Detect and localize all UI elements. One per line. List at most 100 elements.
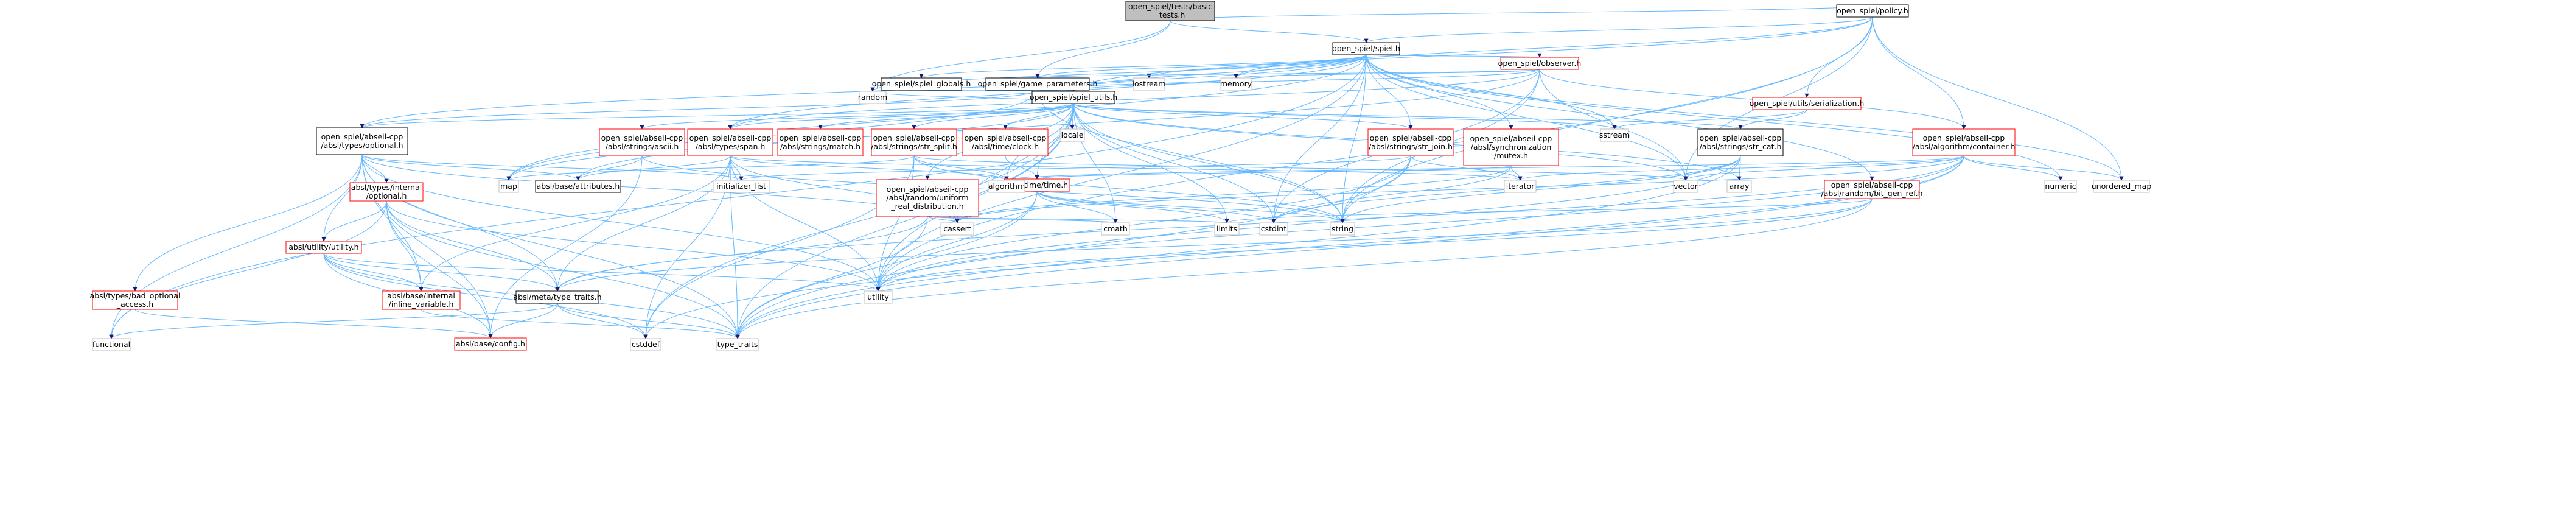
edge-n1-n7 — [1804, 16, 1873, 98]
edge-n18-s_functional — [109, 200, 387, 339]
edge-n2-n5 — [919, 54, 1367, 79]
node-box — [1824, 180, 1920, 199]
node-s_cstddef: cstddef — [630, 338, 661, 351]
node-label: open_spiel/utils/serialization.h — [1750, 99, 1865, 108]
edge-n2-s_iostream — [1147, 54, 1367, 79]
node-box — [92, 338, 131, 351]
node-n0[interactable]: open_spiel/tests/basic_tests.h — [1125, 1, 1215, 21]
node-label: /absl/strings/str_split.h — [871, 142, 957, 151]
node-label: unordered_map — [2092, 181, 2152, 191]
node-box — [382, 290, 461, 310]
node-box — [864, 290, 893, 304]
edge-n9-s_utility — [361, 154, 881, 292]
node-n14[interactable]: open_spiel/abseil-cpp/absl/time/clock.h — [962, 128, 1049, 156]
node-label: open_spiel/abseil-cpp — [780, 133, 862, 142]
node-label: absl/base/config.h — [456, 339, 525, 348]
node-n19[interactable]: absl/base/attributes.h — [535, 180, 621, 193]
node-n3[interactable]: open_spiel/observer.h — [1498, 57, 1582, 70]
edge-n24-n27 — [134, 309, 493, 339]
node-label: map — [500, 181, 517, 191]
node-label: open_spiel/abseil-cpp — [873, 133, 955, 142]
edge-n18-n26 — [386, 200, 560, 292]
edge-n21-s_utility — [876, 191, 1038, 292]
edge-n6-s_string — [1073, 103, 1345, 223]
node-n10[interactable]: open_spiel/abseil-cpp/absl/strings/ascii… — [599, 128, 685, 156]
node-label: open_spiel/abseil-cpp — [1370, 133, 1452, 142]
edge-n6-n11 — [728, 103, 1074, 130]
node-n24[interactable]: absl/types/bad_optional_access.h — [90, 290, 181, 310]
edge-n2-s_functional — [109, 54, 1367, 339]
node-n22[interactable]: open_spiel/abseil-cpp/absl/random/bit_ge… — [1821, 180, 1923, 199]
edge-n23-n25 — [323, 253, 424, 292]
edge-n20-s_limits — [927, 216, 1229, 223]
node-n9[interactable]: open_spiel/abseil-cpp/absl/types/optiona… — [316, 127, 408, 155]
node-n23[interactable]: absl/utility/utility.h — [285, 241, 362, 254]
node-label: iterator — [1506, 181, 1535, 191]
node-n6[interactable]: open_spiel/spiel_utils.h — [1030, 91, 1117, 104]
node-n12[interactable]: open_spiel/abseil-cpp/absl/strings/match… — [777, 128, 864, 156]
edge-n26-s_type_traits — [557, 303, 740, 339]
node-n27[interactable]: absl/base/config.h — [454, 337, 527, 351]
node-n4[interactable]: open_spiel/game_parameters.h — [978, 77, 1098, 91]
node-label: /absl/types/optional.h — [321, 141, 403, 150]
edge-n17-s_string — [1340, 155, 1741, 223]
node-s_utility: utility — [864, 290, 893, 304]
edge-n10-n19 — [576, 155, 643, 181]
edge-n3-s_memory — [1234, 69, 1540, 79]
edge-n3-n4 — [1036, 69, 1540, 79]
edge-n26-s_cstddef — [557, 303, 648, 339]
edge-n9-s_initializer_list — [361, 154, 744, 181]
node-s_string: string — [1330, 222, 1355, 236]
node-n7[interactable]: open_spiel/utils/serialization.h — [1750, 97, 1865, 110]
edge-n26-s_functional — [109, 303, 558, 339]
node-n13[interactable]: open_spiel/abseil-cpp/absl/strings/str_s… — [871, 128, 957, 156]
edge-n6-s_cstdint — [1073, 103, 1276, 223]
node-box — [1504, 180, 1537, 193]
edge-n2-s_map — [506, 54, 1367, 181]
node-n1[interactable]: open_spiel/policy.h — [1836, 4, 1909, 18]
node-n8[interactable]: open_spiel/abseil-cpp/absl/algorithm/con… — [1912, 128, 2016, 156]
node-s_array: array — [1726, 180, 1752, 193]
node-n17[interactable]: open_spiel/abseil-cpp/absl/strings/str_c… — [1697, 128, 1784, 156]
edge-n13-s_utility — [876, 155, 915, 292]
edge-n2-n16 — [1366, 54, 1513, 130]
node-label: vector — [1674, 181, 1698, 191]
edge-n3-s_vector — [1539, 69, 1688, 181]
edge-n4-n9 — [360, 90, 1038, 128]
edge-n6-n17 — [1073, 103, 1743, 130]
node-s_unordered_map: unordered_map — [2092, 180, 2152, 193]
edge-n2-s_numeric — [1366, 54, 2063, 181]
node-label: open_spiel/abseil-cpp — [965, 133, 1047, 142]
node-n2[interactable]: open_spiel/spiel.h — [1332, 42, 1400, 55]
node-label: /absl/strings/ascii.h — [606, 142, 679, 151]
node-label: /absl/strings/match.h — [780, 142, 860, 151]
node-n11[interactable]: open_spiel/abseil-cpp/absl/types/span.h — [687, 128, 773, 156]
edge-n16-n21 — [1035, 165, 1512, 180]
edge-n3-n6 — [1071, 69, 1540, 92]
node-label: open_spiel/tests/basic — [1128, 2, 1212, 11]
edge-n21-s_type_traits — [735, 191, 1038, 339]
edge-n10-n27 — [488, 155, 643, 339]
node-box — [1214, 222, 1240, 236]
node-n25[interactable]: absl/base/internal/inline_variable.h — [382, 290, 461, 310]
node-n15[interactable]: open_spiel/abseil-cpp/absl/strings/str_j… — [1367, 128, 1454, 156]
node-label: random — [858, 93, 887, 102]
edge-n21-s_cmath — [1036, 191, 1118, 223]
node-s_type_traits: type_traits — [716, 338, 759, 351]
node-n18[interactable]: absl/types/internal/optional.h — [349, 182, 424, 202]
node-box — [1259, 222, 1288, 236]
node-label: absl/types/internal — [351, 183, 422, 192]
node-n20[interactable]: open_spiel/abseil-cpp/absl/random/unifor… — [876, 179, 979, 217]
node-n16[interactable]: open_spiel/abseil-cpp/absl/synchronizati… — [1463, 128, 1559, 166]
edge-n26-n27 — [488, 303, 558, 339]
edge-n7-n17 — [1738, 109, 1807, 130]
edge-n11-n26 — [555, 155, 731, 292]
node-label: cassert — [943, 224, 971, 233]
node-label: initializer_list — [716, 181, 766, 191]
edge-n23-s_cstddef — [323, 253, 648, 339]
node-n5[interactable]: open_spiel/spiel_globals.h — [872, 77, 971, 91]
edge-n23-n26 — [323, 253, 560, 292]
node-n26[interactable]: absl/meta/type_traits.h — [513, 290, 602, 304]
node-label: /absl/strings/str_join.h — [1369, 142, 1453, 151]
